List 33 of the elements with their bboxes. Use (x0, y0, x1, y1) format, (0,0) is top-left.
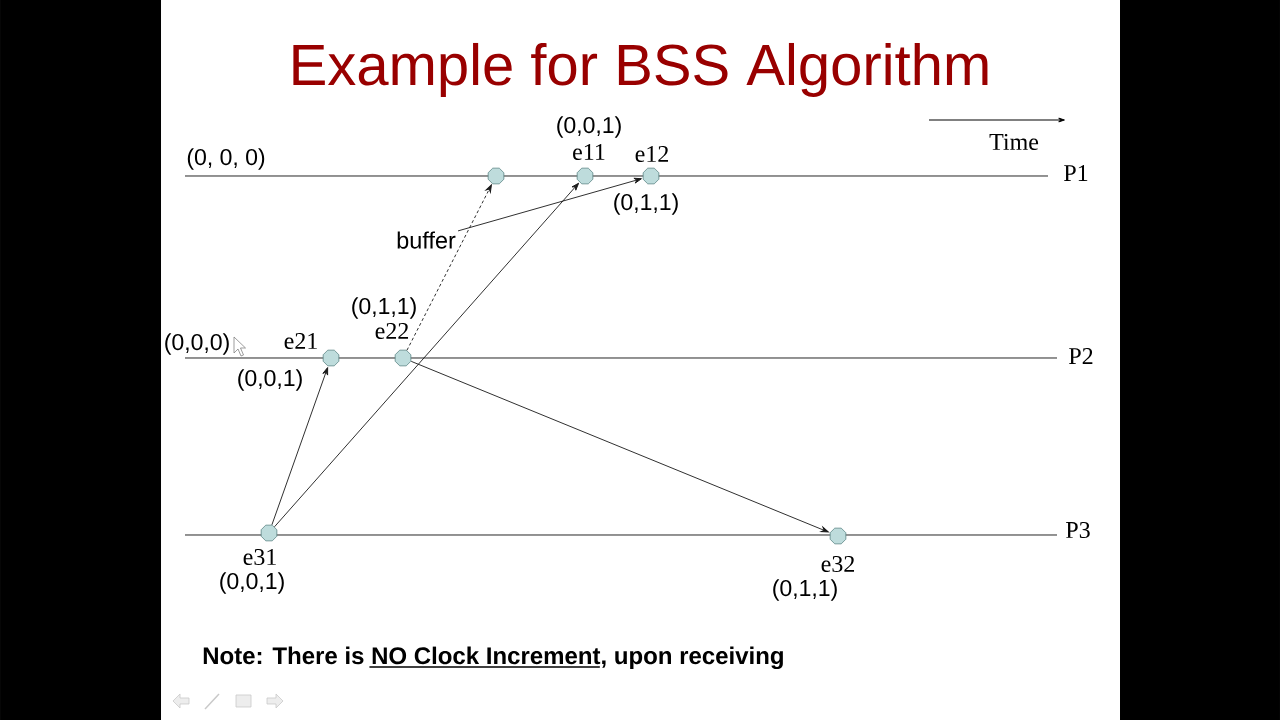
event-label: e32 (821, 555, 854, 573)
timestamp-label: (0,1,1) (773, 579, 837, 601)
event-marker (487, 167, 505, 185)
timestamp-label: (0,0,1) (557, 116, 621, 138)
event-marker (394, 349, 412, 367)
event-label: e31 (243, 548, 276, 566)
message-arrow (274, 182, 580, 528)
event-marker (260, 524, 278, 542)
message-arrow (457, 177, 642, 232)
timestamp-label: (0,1,1) (614, 193, 678, 215)
title: Example for BSS Algorithm (293, 42, 988, 97)
note-text: Note: There is NO Clock Increment, upon receiving (203, 646, 783, 670)
event-label: e12 (635, 145, 668, 163)
process-label: P1 (1064, 165, 1088, 181)
event-label: e21 (284, 332, 317, 350)
timestamp-label: (0,0,1) (220, 572, 284, 594)
message-arrow (406, 184, 492, 351)
event-marker (829, 527, 847, 545)
buffer-label: buffer (397, 231, 456, 249)
event-label: e22 (375, 322, 408, 340)
event-marker (576, 167, 594, 185)
message-arrow (271, 367, 329, 526)
event-label: e11 (573, 143, 605, 161)
process-label: P2 (1069, 348, 1093, 364)
message-arrow (410, 360, 829, 533)
event-marker (642, 167, 660, 185)
axis-label: Time (989, 133, 1039, 151)
timestamp-label: (0,1,1) (352, 297, 416, 319)
event-marker (322, 349, 340, 367)
timestamp-label: (0,0,1) (238, 369, 302, 391)
timestamp-label: (0, 0, 0) (187, 148, 265, 170)
timestamp-label: (0,0,0) (165, 333, 229, 355)
process-label: P3 (1066, 521, 1090, 539)
